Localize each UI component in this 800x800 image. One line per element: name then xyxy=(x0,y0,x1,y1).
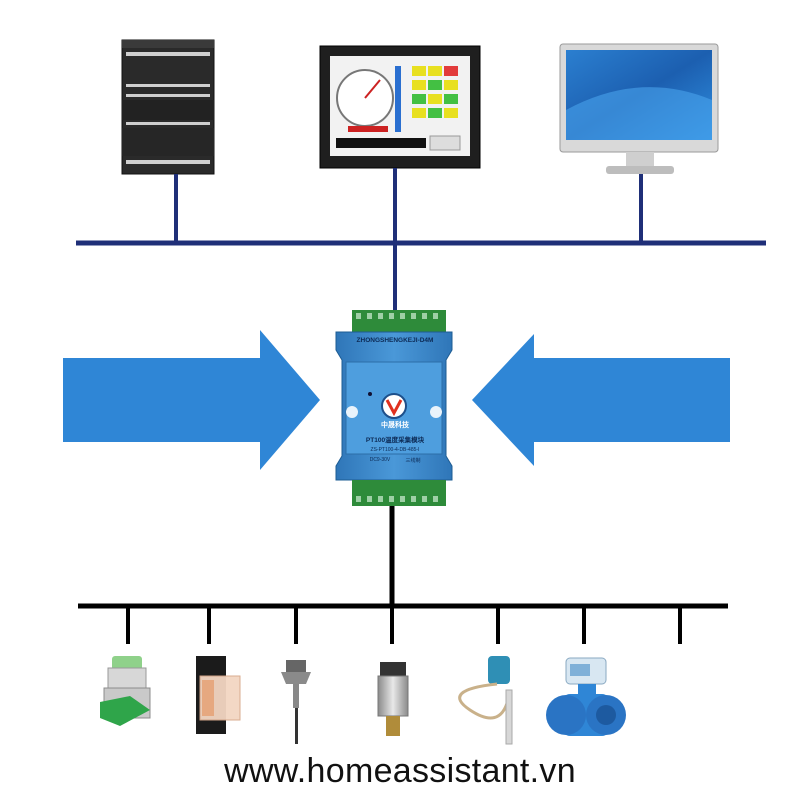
pressure-transmitter-icon xyxy=(377,662,409,736)
module-logo xyxy=(381,393,407,419)
module-wire: 三线制 xyxy=(405,458,421,464)
module-logo-text: 中晟科技 xyxy=(381,422,409,429)
bottom-bus xyxy=(78,506,728,644)
module-part: ZS-PT100-4-DB-485-I xyxy=(370,447,420,453)
level-sensor-icon xyxy=(458,656,513,745)
relay-icon xyxy=(196,656,241,734)
top-bus xyxy=(76,168,766,312)
website-url[interactable]: www.homeassistant.vn xyxy=(224,752,576,790)
module-model: PT100温度采集模块 xyxy=(365,437,425,444)
pt100-module xyxy=(335,310,453,506)
flow-meter-icon xyxy=(546,657,626,736)
hmi-touch-panel-icon xyxy=(319,45,481,169)
desktop-monitor-icon xyxy=(559,43,719,174)
push-button-switch-icon xyxy=(100,656,151,726)
module-brand: ZHONGSHENGKEJI-D4M xyxy=(356,337,434,344)
module-power: DC9-30V xyxy=(369,457,391,463)
plc-icon xyxy=(121,39,215,175)
right-arrow xyxy=(472,334,730,466)
temperature-probe-icon xyxy=(281,660,311,744)
left-arrow xyxy=(63,330,320,470)
